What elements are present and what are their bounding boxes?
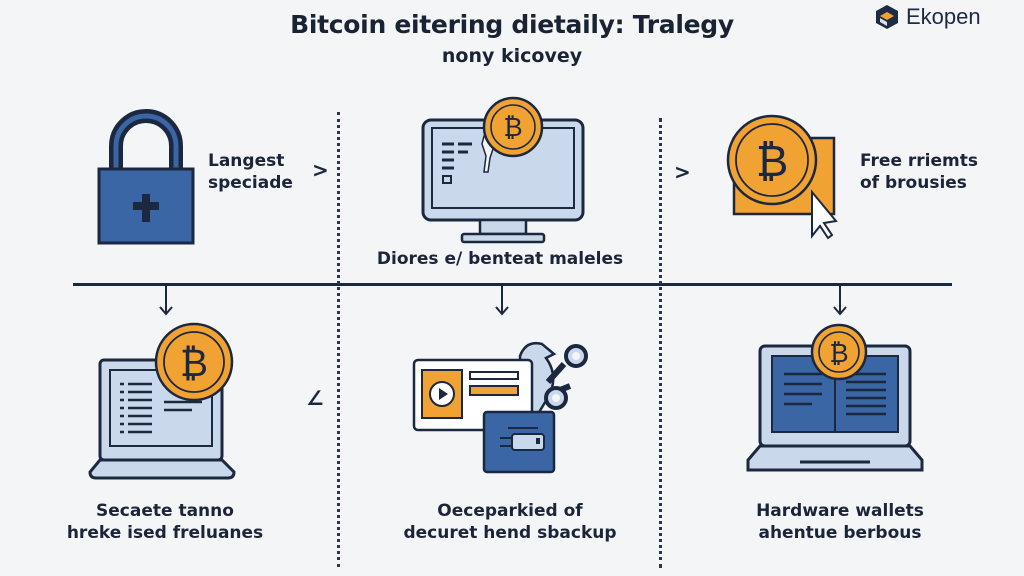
svg-text:₿: ₿: [180, 341, 208, 385]
bitcoin-cursor-icon: ₿: [726, 114, 838, 240]
label-line: hreke ised freluanes: [66, 523, 264, 543]
label-line: Free rriemts: [860, 151, 978, 171]
monitor-bitcoin-icon: ₿: [421, 96, 585, 244]
label-line: ahentue berbous: [758, 523, 922, 543]
diagram-subtitle: nony kicovey: [441, 45, 583, 67]
bitcoin-symbol: ₿: [503, 113, 522, 143]
svg-text:₿: ₿: [829, 339, 848, 369]
diagram-title: Bitcoin eitering dietaily: Tralegy: [290, 10, 734, 39]
dotted-divider-left: [337, 112, 340, 567]
card-wallet-backup-icon: [412, 342, 588, 474]
label-line: decuret hend sbackup: [403, 523, 617, 543]
label-line: Langest: [208, 151, 285, 171]
arrow-down-icon: [159, 285, 173, 316]
angle-connector-icon: ∠: [306, 386, 324, 410]
arrow-down-icon: [495, 285, 509, 316]
arrow-down-icon: [833, 285, 847, 316]
hexagon-cube-icon: [876, 5, 898, 29]
label-line: Oeceparkied of: [437, 501, 583, 521]
label-line: of brousies: [860, 173, 967, 193]
play-icon: [439, 388, 448, 400]
padlock-icon: [97, 109, 195, 245]
label-line: Secaete tanno: [96, 501, 234, 521]
step-label-top-2: Diores e/ benteat maleles: [376, 249, 624, 269]
step-label-bottom-1: Secaete tanno hreke ised freluanes: [30, 500, 300, 544]
step-label-bottom-3: Hardware wallets ahentue berbous: [690, 500, 990, 544]
label-line: Hardware wallets: [756, 501, 924, 521]
brand-logo: Ekopen: [874, 4, 981, 30]
laptop-bitcoin-icon: ₿: [88, 322, 236, 480]
cursor-icon: [811, 189, 838, 240]
step-label-top-1: Langest speciade: [208, 150, 293, 194]
brand-name: Ekopen: [906, 4, 981, 29]
chevron-right-icon: >: [674, 160, 691, 184]
hardware-wallet-laptop-icon: ₿: [746, 323, 924, 472]
dotted-divider-right: [659, 118, 662, 568]
svg-text:₿: ₿: [756, 136, 789, 187]
step-label-top-3: Free rriemts of brousies: [860, 150, 978, 194]
label-line: speciade: [208, 173, 293, 193]
chevron-right-icon: >: [312, 158, 329, 182]
step-label-bottom-2: Oeceparkied of decuret hend sbackup: [360, 500, 660, 544]
horizontal-divider: [73, 283, 952, 286]
